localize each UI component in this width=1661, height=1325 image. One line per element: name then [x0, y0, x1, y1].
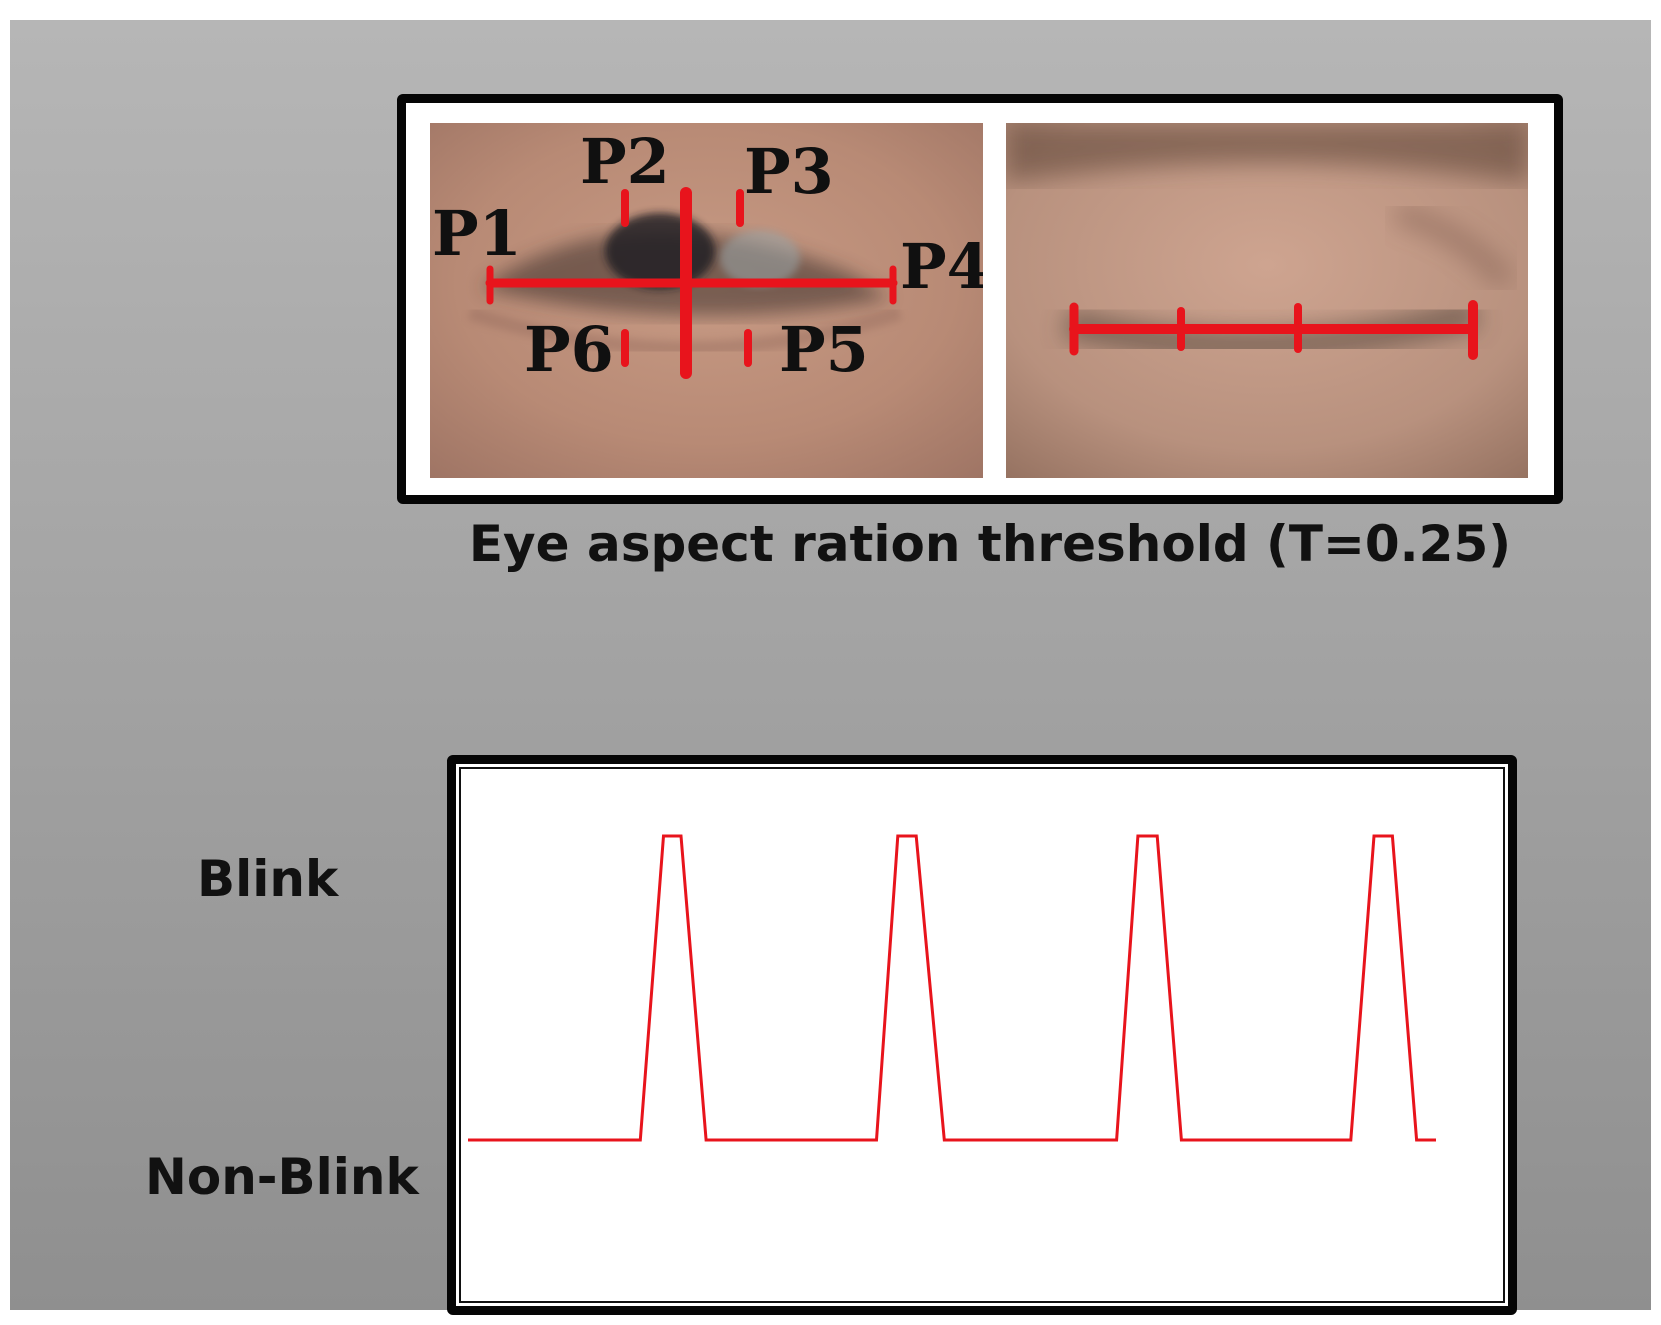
eye-landmark-frame: P1 P2 P3 P4 P5 P6 [397, 94, 1563, 504]
non-blink-state-label: Non-Blink [145, 1148, 419, 1206]
threshold-caption: Eye aspect ration threshold (T=0.25) [468, 515, 1512, 573]
landmark-p1: P1 [432, 197, 522, 270]
blink-signal-chart [468, 834, 1436, 1142]
landmark-p6: P6 [524, 313, 614, 386]
blink-chart-frame [447, 755, 1517, 1315]
landmark-p5: P5 [779, 313, 869, 386]
closed-eye-image [1006, 123, 1528, 478]
blink-state-label: Blink [197, 850, 339, 908]
landmark-p4: P4 [900, 230, 983, 303]
landmark-p3: P3 [744, 135, 834, 208]
blink-chart-border [459, 767, 1505, 1303]
figure-panel: P1 P2 P3 P4 P5 P6 [10, 20, 1651, 1315]
landmark-p2: P2 [580, 125, 670, 198]
open-eye-image: P1 P2 P3 P4 P5 P6 [430, 123, 983, 478]
blink-signal-line-0 [468, 834, 1436, 1142]
